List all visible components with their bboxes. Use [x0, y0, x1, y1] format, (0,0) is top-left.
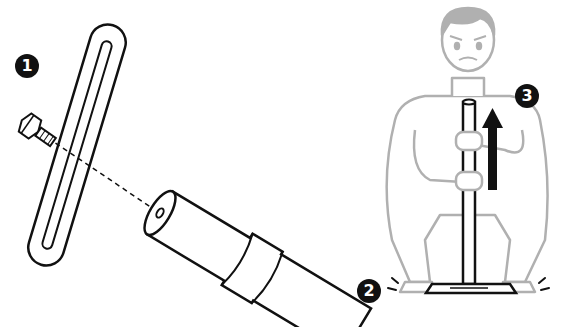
- person: [387, 8, 548, 292]
- callout-number: 1: [15, 54, 39, 78]
- callout-number: 2: [357, 279, 381, 303]
- tube: [136, 182, 373, 327]
- callout-number: 3: [515, 84, 539, 108]
- slotted-plate: [24, 20, 130, 270]
- alignment-line: [48, 138, 158, 212]
- hands: [456, 132, 482, 190]
- bolt: [15, 111, 59, 151]
- vibration-marks: [388, 278, 549, 290]
- tamping-rod: [426, 100, 516, 294]
- lift-arrow: [482, 108, 503, 190]
